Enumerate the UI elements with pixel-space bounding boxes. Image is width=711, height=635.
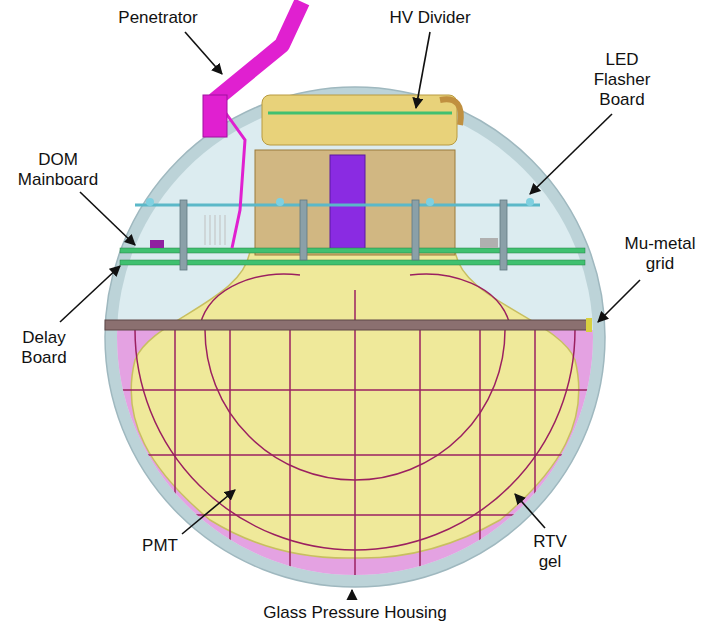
- led-flashers: [146, 198, 534, 206]
- part-label: Penetrator: [103, 8, 213, 28]
- part-label: PMT: [130, 536, 190, 556]
- part-label: Glass Pressure Housing: [225, 603, 485, 623]
- connector-block: [330, 155, 365, 250]
- penetrator: [215, 2, 302, 132]
- flasher-board: [135, 204, 540, 207]
- ribbon-cable: [205, 215, 225, 245]
- grid-clip: [586, 318, 592, 332]
- main-board: [120, 248, 585, 253]
- hv-divider: [262, 95, 457, 145]
- part-label: Mu-metal grid: [615, 234, 705, 274]
- delay-board: [120, 260, 585, 265]
- board-connector: [150, 240, 164, 248]
- hv-board: [268, 112, 452, 115]
- hv-cable: [440, 99, 461, 125]
- part-label: LED Flasher Board: [582, 50, 662, 110]
- penetrator-body: [203, 95, 227, 137]
- mu-metal-bar: [105, 320, 590, 330]
- pmt-base: [255, 150, 455, 255]
- standoffs: [180, 200, 507, 270]
- board-connector: [480, 238, 498, 248]
- part-label: RTV gel: [525, 532, 575, 572]
- penetrator-cable: [225, 112, 245, 248]
- leader-lines: [60, 32, 640, 600]
- part-label: DOM Mainboard: [8, 150, 108, 190]
- part-label: Delay Board: [9, 328, 79, 368]
- part-label: HV Divider: [375, 8, 485, 28]
